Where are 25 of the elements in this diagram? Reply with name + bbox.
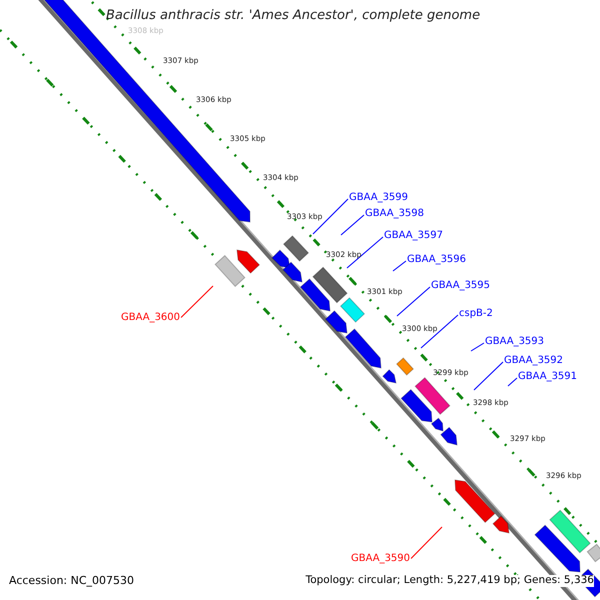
gene-label: GBAA_3593 [485,336,544,347]
gene-label: GBAA_3597 [384,230,444,241]
leader-line [410,526,442,559]
footer-text: Topology: circular; Length: 5,227,419 bp; Genes: 5,336 [306,575,594,587]
leader-line [346,236,384,268]
leader-line [474,362,504,390]
leader-line [396,286,430,316]
leader-line [508,378,518,386]
footer-text: Accession: NC_007530 [9,575,134,588]
leader-line [312,198,348,234]
gene-label: GBAA_3591 [518,371,578,382]
gene-label: cspB-2 [459,308,493,319]
title: Bacillus anthracis str. 'Ames Ancestor', complete genome [106,9,480,24]
leader-line [420,314,458,348]
gene-label: GBAA_3598 [365,208,424,219]
gene-label: GBAA_3596 [407,254,466,265]
gene-label: GBAA_3590 [351,553,410,564]
leader-line [180,286,214,318]
gene-label: GBAA_3599 [349,192,408,203]
leader-line [470,342,484,352]
leader-line [340,214,364,236]
gene-label: GBAA_3600 [121,312,180,323]
gene-label: GBAA_3592 [504,355,564,366]
gene-label: GBAA_3595 [431,280,490,291]
leader-line [392,260,406,272]
